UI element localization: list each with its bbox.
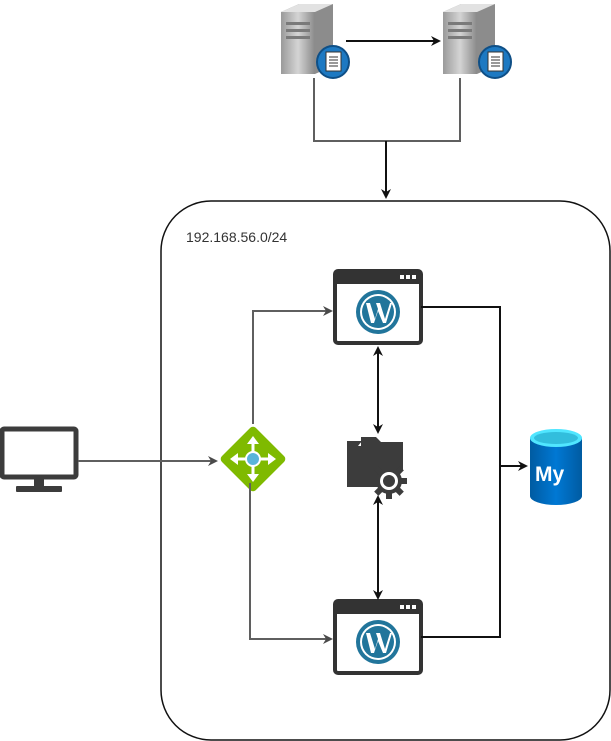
web-node-bottom[interactable] [333, 599, 423, 675]
web-node-top[interactable] [333, 269, 423, 345]
folder-gear-icon [347, 437, 407, 499]
mysql-database[interactable]: My [530, 429, 582, 505]
database-badge: My [535, 463, 564, 486]
shared-storage[interactable] [347, 437, 407, 499]
client-monitor[interactable] [0, 426, 79, 492]
load-balancer[interactable] [219, 425, 287, 493]
primary-server[interactable] [280, 3, 350, 79]
load-balancer-icon [220, 426, 286, 492]
network-boundary [160, 200, 611, 741]
desktop-monitor-icon [0, 426, 79, 492]
replica-server[interactable] [442, 3, 512, 79]
network-label: 192.168.56.0/24 [186, 229, 287, 245]
wordpress-window-icon [333, 599, 423, 675]
db-bus-line [421, 306, 501, 638]
server-with-document-icon [442, 3, 512, 79]
server-with-document-icon [280, 3, 350, 79]
lb-to-web-top-arrow [252, 306, 333, 424]
server-merge-line [313, 78, 461, 142]
mysql-database-icon: My [530, 429, 582, 505]
lb-to-web-bottom-arrow [249, 483, 333, 644]
wordpress-window-icon [333, 269, 423, 345]
